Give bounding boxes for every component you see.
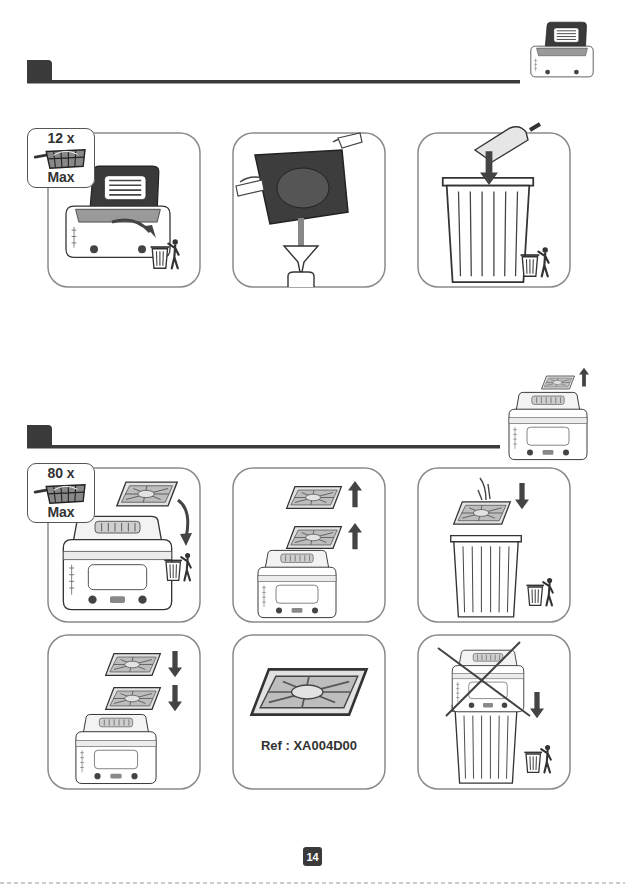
node-text: Max: [47, 169, 74, 185]
node-text: 14: [306, 851, 318, 863]
node-text: 12 x: [47, 130, 74, 146]
reference-number: Ref : XA004D00: [233, 738, 385, 753]
max-count-badge: 80 x Max: [27, 463, 95, 523]
max-count-badge: 12 x Max: [27, 128, 95, 188]
page-number-box: 14: [303, 847, 322, 866]
node-text: Max: [47, 504, 74, 520]
node-text: 80 x: [47, 465, 74, 481]
